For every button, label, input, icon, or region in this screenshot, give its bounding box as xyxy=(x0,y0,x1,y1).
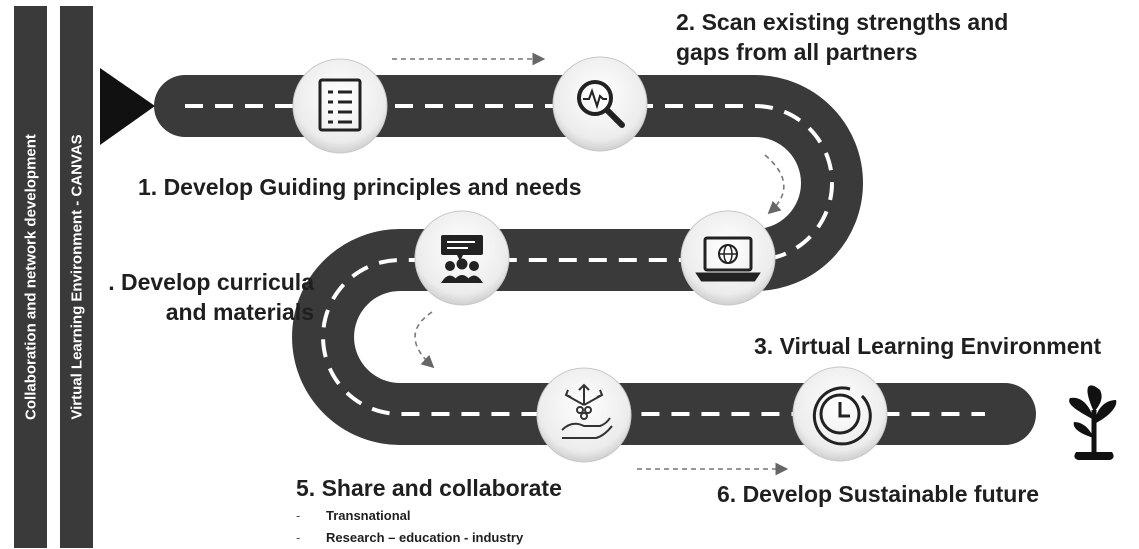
presentation-group-icon xyxy=(441,235,483,283)
guide-arrow-2 xyxy=(764,154,785,215)
laptop-globe-icon xyxy=(695,236,761,282)
step-2-title: 2. Scan existing strengths and gaps from… xyxy=(676,7,1008,67)
milestone-checklist xyxy=(292,58,388,154)
step-4-line-1: . Develop curricula xyxy=(108,269,314,295)
milestone-share xyxy=(536,367,632,463)
bullet-text: Transnational xyxy=(326,508,411,523)
road-lane-markings xyxy=(185,104,985,416)
pillar-vle-canvas: Virtual Learning Environment - CANVAS xyxy=(60,6,93,548)
step-1-title: 1. Develop Guiding principles and needs xyxy=(138,174,582,200)
step-5-bullets: -Transnational -Research – education - i… xyxy=(296,505,523,549)
milestone-scan xyxy=(552,56,648,152)
step-5-title: 5. Share and collaborate xyxy=(296,475,562,501)
step-2-line-1: 2. Scan existing strengths and xyxy=(676,9,1009,35)
hand-arrows-icon xyxy=(561,383,613,439)
pillar-collaboration: Collaboration and network development xyxy=(14,6,47,548)
checklist-icon xyxy=(318,78,362,132)
step-3-title: 3. Virtual Learning Environment xyxy=(754,333,1102,359)
milestone-clock xyxy=(792,366,888,462)
bullet-item: -Transnational xyxy=(296,508,411,523)
bullet-item: -Research – education - industry xyxy=(296,530,524,545)
milestone-laptop xyxy=(680,210,776,306)
milestone-meeting xyxy=(414,210,510,306)
clock-icon xyxy=(812,386,872,446)
step-4-title: . Develop curricula and materials xyxy=(96,267,314,327)
step-4-line-2: and materials xyxy=(165,299,314,325)
step-6-title: 6. Develop Sustainable future xyxy=(717,481,1040,507)
guide-arrow-3 xyxy=(414,311,435,369)
bullet-text: Research – education - industry xyxy=(326,530,524,545)
step-2-line-2: gaps from all partners xyxy=(676,39,918,65)
sprout-icon xyxy=(1069,385,1117,460)
magnifier-pulse-icon xyxy=(577,80,625,128)
start-arrow xyxy=(100,68,155,145)
